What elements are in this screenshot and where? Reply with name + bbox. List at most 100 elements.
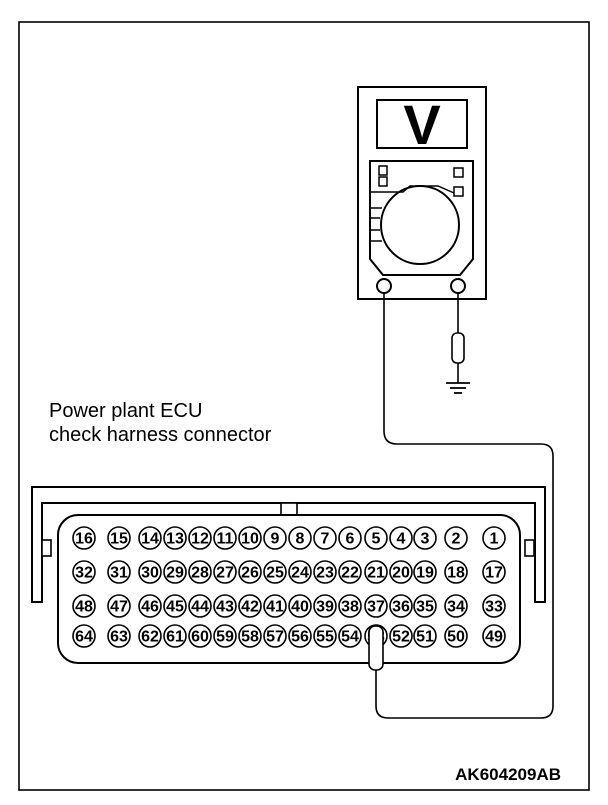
connector-pin-label: 22 [341,565,359,582]
connector-pin-label: 10 [241,531,259,548]
connector-pin-circle [338,526,362,550]
positive-test-lead [375,293,554,719]
connector-caption-line1: Power plant ECU [49,400,202,422]
figure-code: AK604209AB [455,765,561,784]
voltmeter-dial [380,185,460,265]
connector-pin: 35 [413,594,437,618]
connector-pin: 24 [288,560,312,584]
connector-pin-label: 7 [321,531,330,548]
connector-pin: 34 [444,594,468,618]
connector-pin: 47 [107,594,131,618]
connector-pin-circle [72,560,96,584]
connector-pin-label: 49 [485,629,503,646]
connector-pin-label: 29 [166,565,184,582]
connector-pin: 29 [163,560,187,584]
connector-pin-label: 1 [490,531,499,548]
connector-pin: 19 [413,560,437,584]
connector-pin-circle [107,594,131,618]
connector-pin-circle [263,624,287,648]
connector-pin-label: 14 [141,531,159,548]
connector-pin-circle [288,526,312,550]
connector-pin: 50 [444,624,468,648]
connector-pin: 15 [107,526,131,550]
connector-pin: 8 [288,526,312,550]
voltmeter-button-tr1 [453,167,464,178]
connector-pin: 2 [444,526,468,550]
connector-pin-label: 19 [416,565,434,582]
voltmeter-jack-positive [376,278,392,294]
connector-pin: 63 [107,624,131,648]
connector-pin-label: 48 [75,599,93,616]
connector-pin-label: 59 [216,629,234,646]
connector-pin: 9 [263,526,287,550]
connector-pin-circle [389,560,413,584]
connector-pin: 1 [482,526,506,550]
connector-pin-label: 13 [166,531,184,548]
connector-pin-circle [163,594,187,618]
connector-pin-circle [138,624,162,648]
voltmeter-jack-negative [450,278,466,294]
connector-pin-label: 47 [110,599,128,616]
connector-pin-circle [389,624,413,648]
connector-pin-label: 9 [271,531,280,548]
connector-pin-circle [138,594,162,618]
connector-pin-circle [482,594,506,618]
connector-pin: 6 [338,526,362,550]
connector-pin-circle [389,594,413,618]
connector-pin-label: 34 [447,599,465,616]
connector-pin-circle [389,526,413,550]
connector-pin: 44 [188,594,212,618]
connector-pin-circle [364,560,388,584]
connector-pin-label: 17 [485,565,503,582]
connector-pin-circle [482,526,506,550]
connector-pin: 16 [72,526,96,550]
connector-pin-circle [213,624,237,648]
connector-pin-label: 12 [191,531,209,548]
connector-pin-label: 56 [291,629,309,646]
connector-pin-label: 36 [392,599,410,616]
connector-pin-circle [313,560,337,584]
connector-pin-circle [238,560,262,584]
connector-pin-circle [444,594,468,618]
voltmeter-range-line [370,185,455,194]
connector-pin-label: 45 [166,599,184,616]
connector-pin-circle [107,624,131,648]
connector-pin: 11 [213,526,237,550]
connector-pin-circle [364,594,388,618]
connector-pin: 37 [364,594,388,618]
connector-pin: 10 [238,526,262,550]
connector-pin: 13 [163,526,187,550]
connector-pin-label: 15 [110,531,128,548]
connector-pin-label: 44 [191,599,209,616]
connector-pin-label: 63 [110,629,128,646]
connector-pin: 20 [389,560,413,584]
connector-pin-label: 52 [392,629,410,646]
connector-pin-label: 21 [367,565,385,582]
connector-pin: 58 [238,624,262,648]
connector-pin-circle [188,594,212,618]
connector-pin-label: 4 [397,531,406,548]
connector-pin-label: 26 [241,565,259,582]
connector-pin-label: 46 [141,599,159,616]
connector-pin: 48 [72,594,96,618]
connector-pin-circle [338,594,362,618]
connector-pin-circle [107,526,131,550]
connector-pin-circle [364,526,388,550]
connector-latch-right [524,539,535,557]
connector-pin-circle [313,594,337,618]
connector-pin-circle [213,560,237,584]
connector-pin-circle [238,594,262,618]
connector-pin: 36 [389,594,413,618]
connector-pin: 41 [263,594,287,618]
connector-pin: 49 [482,624,506,648]
connector-pin-circle [188,526,212,550]
connector-pin: 40 [288,594,312,618]
connector-pin-circle [444,526,468,550]
connector-pin-circle [213,526,237,550]
connector-pin-circle [163,526,187,550]
connector-pin-circle [107,560,131,584]
ground-lead [446,293,470,394]
